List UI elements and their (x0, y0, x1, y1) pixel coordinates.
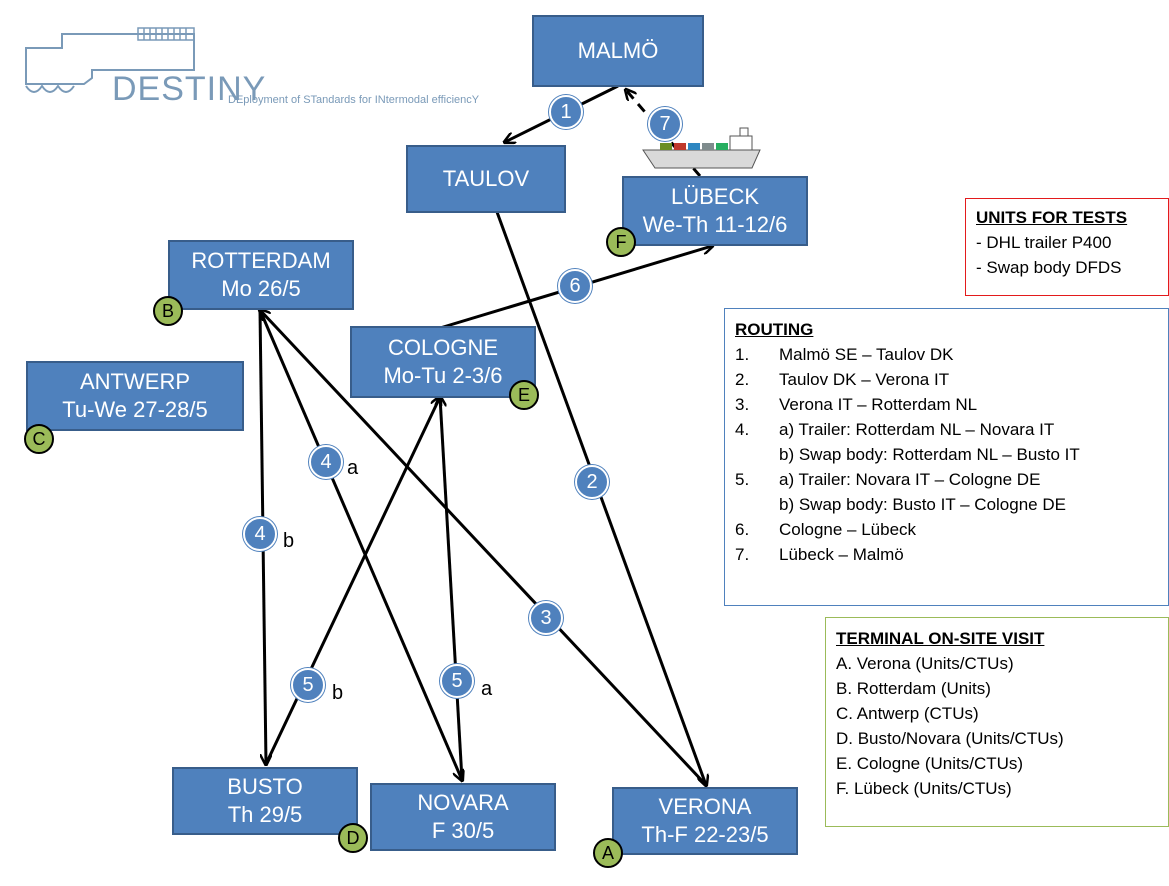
node-antwerp-name: ANTWERP (80, 369, 190, 394)
routing-item: 2.Taulov DK – Verona IT (735, 370, 950, 389)
node-taulov-name: TAULOV (442, 166, 530, 191)
routing-item: 5.a) Trailer: Novara IT – Cologne DE (735, 470, 1041, 489)
destiny-logo: DESTINY DEployment of STandards for INte… (22, 18, 492, 108)
node-cologne-name: COLOGNE (387, 335, 499, 360)
arrow-2-taulov-verona (495, 211, 706, 785)
node-taulov: TAULOV (406, 145, 566, 213)
step-4a: 4 (309, 445, 343, 479)
node-lubeck-date: We-Th 11-12/6 (642, 212, 788, 237)
step-6: 6 (558, 269, 592, 303)
node-novara: NOVARA F 30/5 (370, 783, 556, 851)
node-verona: VERONA Th-F 22-23/5 (612, 787, 798, 855)
routing-item: 6.Cologne – Lübeck (735, 520, 917, 539)
terminal-item: E. Cologne (Units/CTUs) (836, 754, 1024, 773)
terminal-item: A. Verona (Units/CTUs) (836, 654, 1014, 673)
node-novara-date: F 30/5 (431, 818, 495, 843)
arrow-3-verona-rotterdam (260, 310, 708, 787)
node-lubeck-name: LÜBECK (670, 184, 760, 209)
node-antwerp-date: Tu-We 27-28/5 (62, 397, 208, 422)
arrow-4a-rotterdam-novara (258, 309, 462, 780)
terminal-item: B. Rotterdam (Units) (836, 679, 991, 698)
badge-cologne: E (509, 380, 539, 410)
node-verona-name: VERONA (658, 794, 752, 819)
logo-graphic (25, 27, 195, 93)
node-malmo: MALMÖ (532, 15, 704, 87)
step-1: 1 (549, 95, 583, 129)
arrow-5b-busto-cologne (264, 397, 440, 765)
routing-item: 7.Lübeck – Malmö (735, 545, 904, 564)
terminal-item: C. Antwerp (CTUs) (836, 704, 979, 723)
routing-item: b) Swap body: Busto IT – Cologne DE (779, 495, 1066, 514)
terminal-panel-title: TERMINAL ON-SITE VISIT (836, 629, 1045, 648)
routing-item: b) Swap body: Rotterdam NL – Busto IT (779, 445, 1080, 464)
routing-panel: ROUTING 1.Malmö SE – Taulov DK 2.Taulov … (724, 308, 1169, 606)
node-malmo-name: MALMÖ (577, 38, 659, 63)
step-2: 2 (575, 465, 609, 499)
node-rotterdam: ROTTERDAM Mo 26/5 (168, 240, 354, 310)
units-for-tests-panel: UNITS FOR TESTS - DHL trailer P400 - Swa… (965, 198, 1169, 296)
units-panel-title: UNITS FOR TESTS (976, 208, 1128, 227)
ship-icon (642, 127, 761, 169)
step-7: 7 (648, 107, 682, 141)
routing-item: 4.a) Trailer: Rotterdam NL – Novara IT (735, 420, 1055, 439)
routing-panel-title: ROUTING (735, 320, 814, 339)
step-5b-suffix: b (332, 682, 344, 704)
units-item: - DHL trailer P400 (976, 233, 1112, 252)
routing-item: 3.Verona IT – Rotterdam NL (735, 395, 978, 414)
step-4b: 4 (243, 517, 277, 551)
badge-busto: D (338, 823, 368, 853)
node-cologne-date: Mo-Tu 2-3/6 (383, 363, 503, 388)
terminal-item: D. Busto/Novara (Units/CTUs) (836, 729, 1064, 748)
terminal-visit-panel: TERMINAL ON-SITE VISIT A. Verona (Units/… (825, 617, 1169, 827)
node-antwerp: ANTWERP Tu-We 27-28/5 (26, 361, 244, 431)
step-4a-suffix: a (347, 457, 359, 479)
badge-rotterdam: B (153, 296, 183, 326)
step-5a: 5 (440, 664, 474, 698)
node-rotterdam-name: ROTTERDAM (191, 248, 331, 273)
node-novara-name: NOVARA (417, 790, 509, 815)
node-lubeck: LÜBECK We-Th 11-12/6 (622, 176, 808, 246)
step-5a-suffix: a (481, 678, 493, 700)
node-busto-name: BUSTO (227, 774, 303, 799)
node-rotterdam-date: Mo 26/5 (221, 276, 301, 301)
badge-verona: A (593, 838, 623, 868)
badge-antwerp: C (24, 424, 54, 454)
units-item: - Swap body DFDS (976, 258, 1122, 277)
step-5b: 5 (291, 668, 325, 702)
arrow-5a-novara-cologne (440, 397, 464, 781)
step-4b-suffix: b (283, 530, 295, 552)
logo-wordmark: DESTINY (112, 70, 267, 108)
routing-item: 1.Malmö SE – Taulov DK (735, 345, 954, 364)
node-cologne: COLOGNE Mo-Tu 2-3/6 (350, 326, 536, 398)
logo-subtitle: DEployment of STandards for INtermodal e… (228, 94, 480, 106)
node-busto-date: Th 29/5 (227, 802, 303, 827)
terminal-item: F. Lübeck (Units/CTUs) (836, 779, 1012, 798)
step-3: 3 (529, 601, 563, 635)
node-busto: BUSTO Th 29/5 (172, 767, 358, 835)
badge-lubeck: F (606, 227, 636, 257)
node-verona-date: Th-F 22-23/5 (641, 822, 769, 847)
